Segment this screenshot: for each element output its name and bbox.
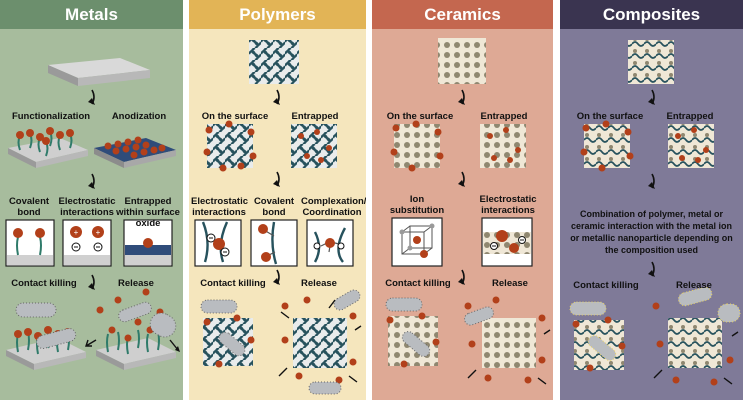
oxide-entrapped-box [123,219,173,267]
down-arrow [273,89,280,105]
electrostatic-interactions-label: Electrostatic interactions [191,196,249,218]
composites-illustrations [569,40,741,386]
entrapped-label: Entrapped [666,111,714,122]
ion-substitution-box [391,217,443,267]
contact-killing-label: Contact killing [200,278,266,289]
polymers-illustrations [194,40,362,395]
release-scene [464,296,551,385]
down-arrow [88,173,95,189]
metal-plate [48,58,150,86]
contact-killing-scene [385,297,440,368]
functionalization-label: Functionalization [11,111,91,122]
metals-panel: Metals [0,0,183,400]
on-surface-label: On the surface [201,111,269,122]
composites-panel: Composites [560,0,743,400]
covalent-bond-label: Covalent bond [8,196,50,218]
release-scene [652,286,741,386]
functionalized-plate [8,127,88,168]
composites-header: Composites [560,0,743,29]
svg-text:+: + [74,228,79,237]
complexation-box [306,219,354,267]
anodization-label: Anodization [111,111,167,122]
covalent-bond-label: Covalent bond [253,196,295,218]
complexation-label: Complexation/ Coordination [301,196,366,218]
entrapped-label: Entrapped [291,111,339,122]
release-scene [278,289,362,395]
down-arrow [458,269,465,285]
down-arrow [273,269,280,285]
composite-cube-surface [580,120,634,172]
contact-killing-scene [6,302,86,370]
ceramic-cube [438,38,486,84]
entrapped-label: Entrapped [480,111,528,122]
polymers-panel: Polymers [189,0,366,400]
polymers-header: Polymers [189,0,366,29]
down-arrow [458,171,465,187]
combination-description: Combination of polymer, metal or ceramic… [570,209,733,255]
composite-cube [628,40,674,84]
down-arrow [88,274,95,290]
anodized-plate [94,136,176,168]
covalent-box [250,219,298,267]
contact-killing-scene [569,301,626,372]
covalent-bond-box [5,219,55,267]
polymer-cube-surface [203,120,257,172]
metals-illustrations: + + [5,58,180,370]
on-surface-label: On the surface [386,111,454,122]
ceramic-cube-surface [390,120,444,172]
contact-killing-label: Contact killing [385,278,451,289]
down-arrow [648,261,655,277]
release-label: Release [492,278,528,289]
electrostatic-box: + + [62,219,112,267]
release-label: Release [676,280,712,291]
electrostatic-interactions-label: Electrostatic interactions [479,194,537,216]
down-arrow [88,89,95,105]
entrapped-oxide-label: Entrapped within surface oxide [116,196,180,229]
electrostatic-box [481,217,533,267]
release-label: Release [118,278,154,289]
release-label: Release [301,278,337,289]
on-surface-label: On the surface [576,111,644,122]
electrostatic-interactions-label: Electrostatic interactions [58,196,116,218]
metals-header: Metals [0,0,183,29]
contact-killing-label: Contact killing [11,278,77,289]
ceramics-header: Ceramics [372,0,553,29]
polymer-cube [249,40,299,84]
composite-cube-entrapped [668,124,714,168]
ceramic-cube-entrapped [480,124,526,168]
contact-killing-scene [200,299,255,368]
down-arrow [458,89,465,105]
ceramics-panel: Ceramics [372,0,553,400]
ceramics-illustrations [385,38,551,385]
contact-killing-label: Contact killing [573,280,639,291]
ion-substitution-label: Ion substitution [389,194,445,216]
electrostatic-box [194,219,242,267]
polymer-cube-entrapped [291,124,337,168]
down-arrow [273,171,280,187]
svg-text:+: + [96,228,101,237]
release-scene [85,288,180,370]
down-arrow [648,173,655,189]
down-arrow [648,89,655,105]
